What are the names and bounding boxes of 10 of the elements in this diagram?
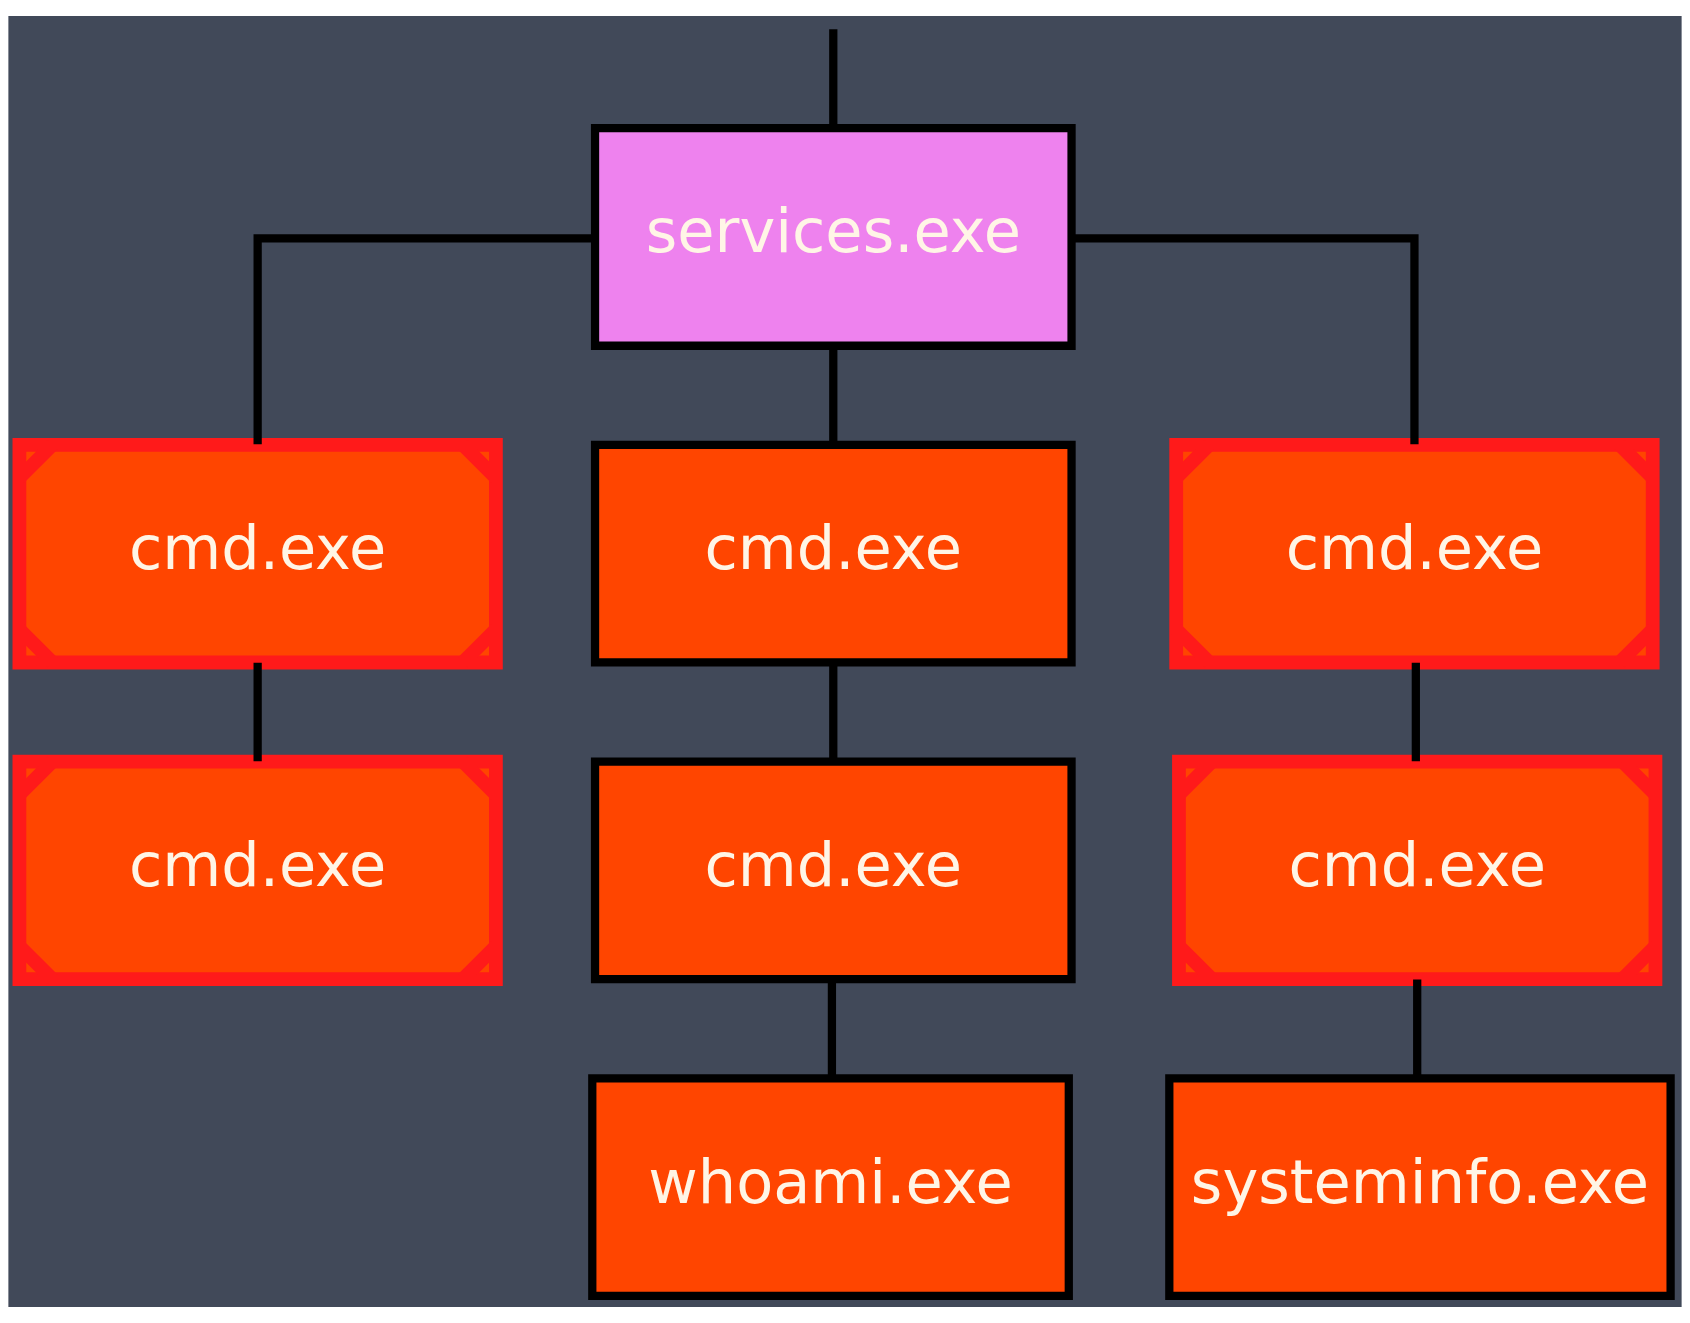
node-box: systeminfo.exe [1165, 1074, 1675, 1301]
node-box: services.exe [590, 124, 1076, 350]
connector [1411, 662, 1420, 762]
node-box: cmd.exe [590, 757, 1076, 984]
connector [829, 29, 838, 127]
connector [1072, 234, 1419, 445]
connector [1413, 979, 1422, 1078]
node-box: cmd.exe [590, 440, 1076, 667]
connector [253, 662, 262, 762]
node-box: whoami.exe [588, 1074, 1073, 1301]
